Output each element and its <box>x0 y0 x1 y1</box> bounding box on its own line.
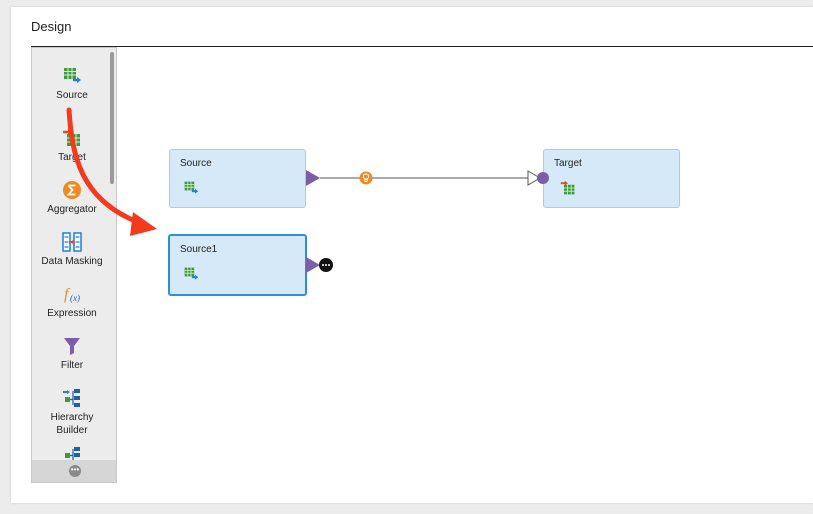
palette-item-hierarchy-builder[interactable]: Hierarchy Builder <box>32 388 112 437</box>
target-table-icon <box>560 180 575 195</box>
design-panel: Design Source Target <box>11 7 813 503</box>
node-label: Source1 <box>180 244 218 255</box>
palette-item-label: Filter <box>60 360 84 371</box>
palette-item-label: Source <box>56 90 88 101</box>
ellipsis-icon[interactable]: ••• <box>69 465 81 477</box>
funnel-icon <box>64 338 80 355</box>
drag-arrowhead <box>130 212 157 236</box>
data-masking-icon <box>62 232 82 252</box>
palette-item-label: Aggregator <box>47 204 97 215</box>
output-port[interactable] <box>306 257 320 273</box>
node-source[interactable]: Source <box>169 149 306 208</box>
hierarchy-icon <box>63 389 80 407</box>
palette-footer: ••• <box>32 460 116 482</box>
input-port[interactable] <box>537 172 549 184</box>
drag-arrow <box>66 107 143 226</box>
output-port[interactable] <box>306 170 320 186</box>
panel-title: Design <box>31 19 72 34</box>
palette-item-expression[interactable]: f (x) Expression <box>32 284 112 320</box>
palette-scrollbar[interactable] <box>110 52 114 184</box>
node-label: Source <box>180 158 212 169</box>
palette-item-label: Target <box>58 152 86 163</box>
ellipsis-icon[interactable] <box>319 258 333 272</box>
node-label: Target <box>554 158 582 169</box>
lightbulb-icon[interactable] <box>359 171 373 185</box>
hierarchy-icon <box>65 447 80 461</box>
input-arrowhead <box>527 170 541 186</box>
palette-item-label: Hierarchy Builder <box>50 412 94 436</box>
palette-item-source[interactable]: Source <box>32 66 112 102</box>
node-source1[interactable]: Source1 <box>168 234 307 296</box>
palette-item-aggregator[interactable]: Aggregator <box>32 180 112 216</box>
svg-text:(x): (x) <box>70 293 80 303</box>
palette-item-filter[interactable]: Filter <box>32 336 112 372</box>
palette-item-label: Expression <box>47 308 97 319</box>
svg-text:f: f <box>64 286 71 303</box>
palette-item-data-masking[interactable]: Data Masking <box>32 232 112 268</box>
source-table-icon <box>64 68 81 83</box>
source-table-icon <box>184 267 199 280</box>
palette-item-label: Data Masking <box>41 256 103 267</box>
transformation-palette: Source Target Aggregator <box>31 47 117 483</box>
sigma-icon <box>63 181 81 199</box>
function-icon: f (x) <box>64 286 80 303</box>
title-divider <box>31 46 813 47</box>
palette-item-partial[interactable] <box>32 444 112 467</box>
source-table-icon <box>184 181 199 194</box>
node-target[interactable]: Target <box>543 149 680 208</box>
